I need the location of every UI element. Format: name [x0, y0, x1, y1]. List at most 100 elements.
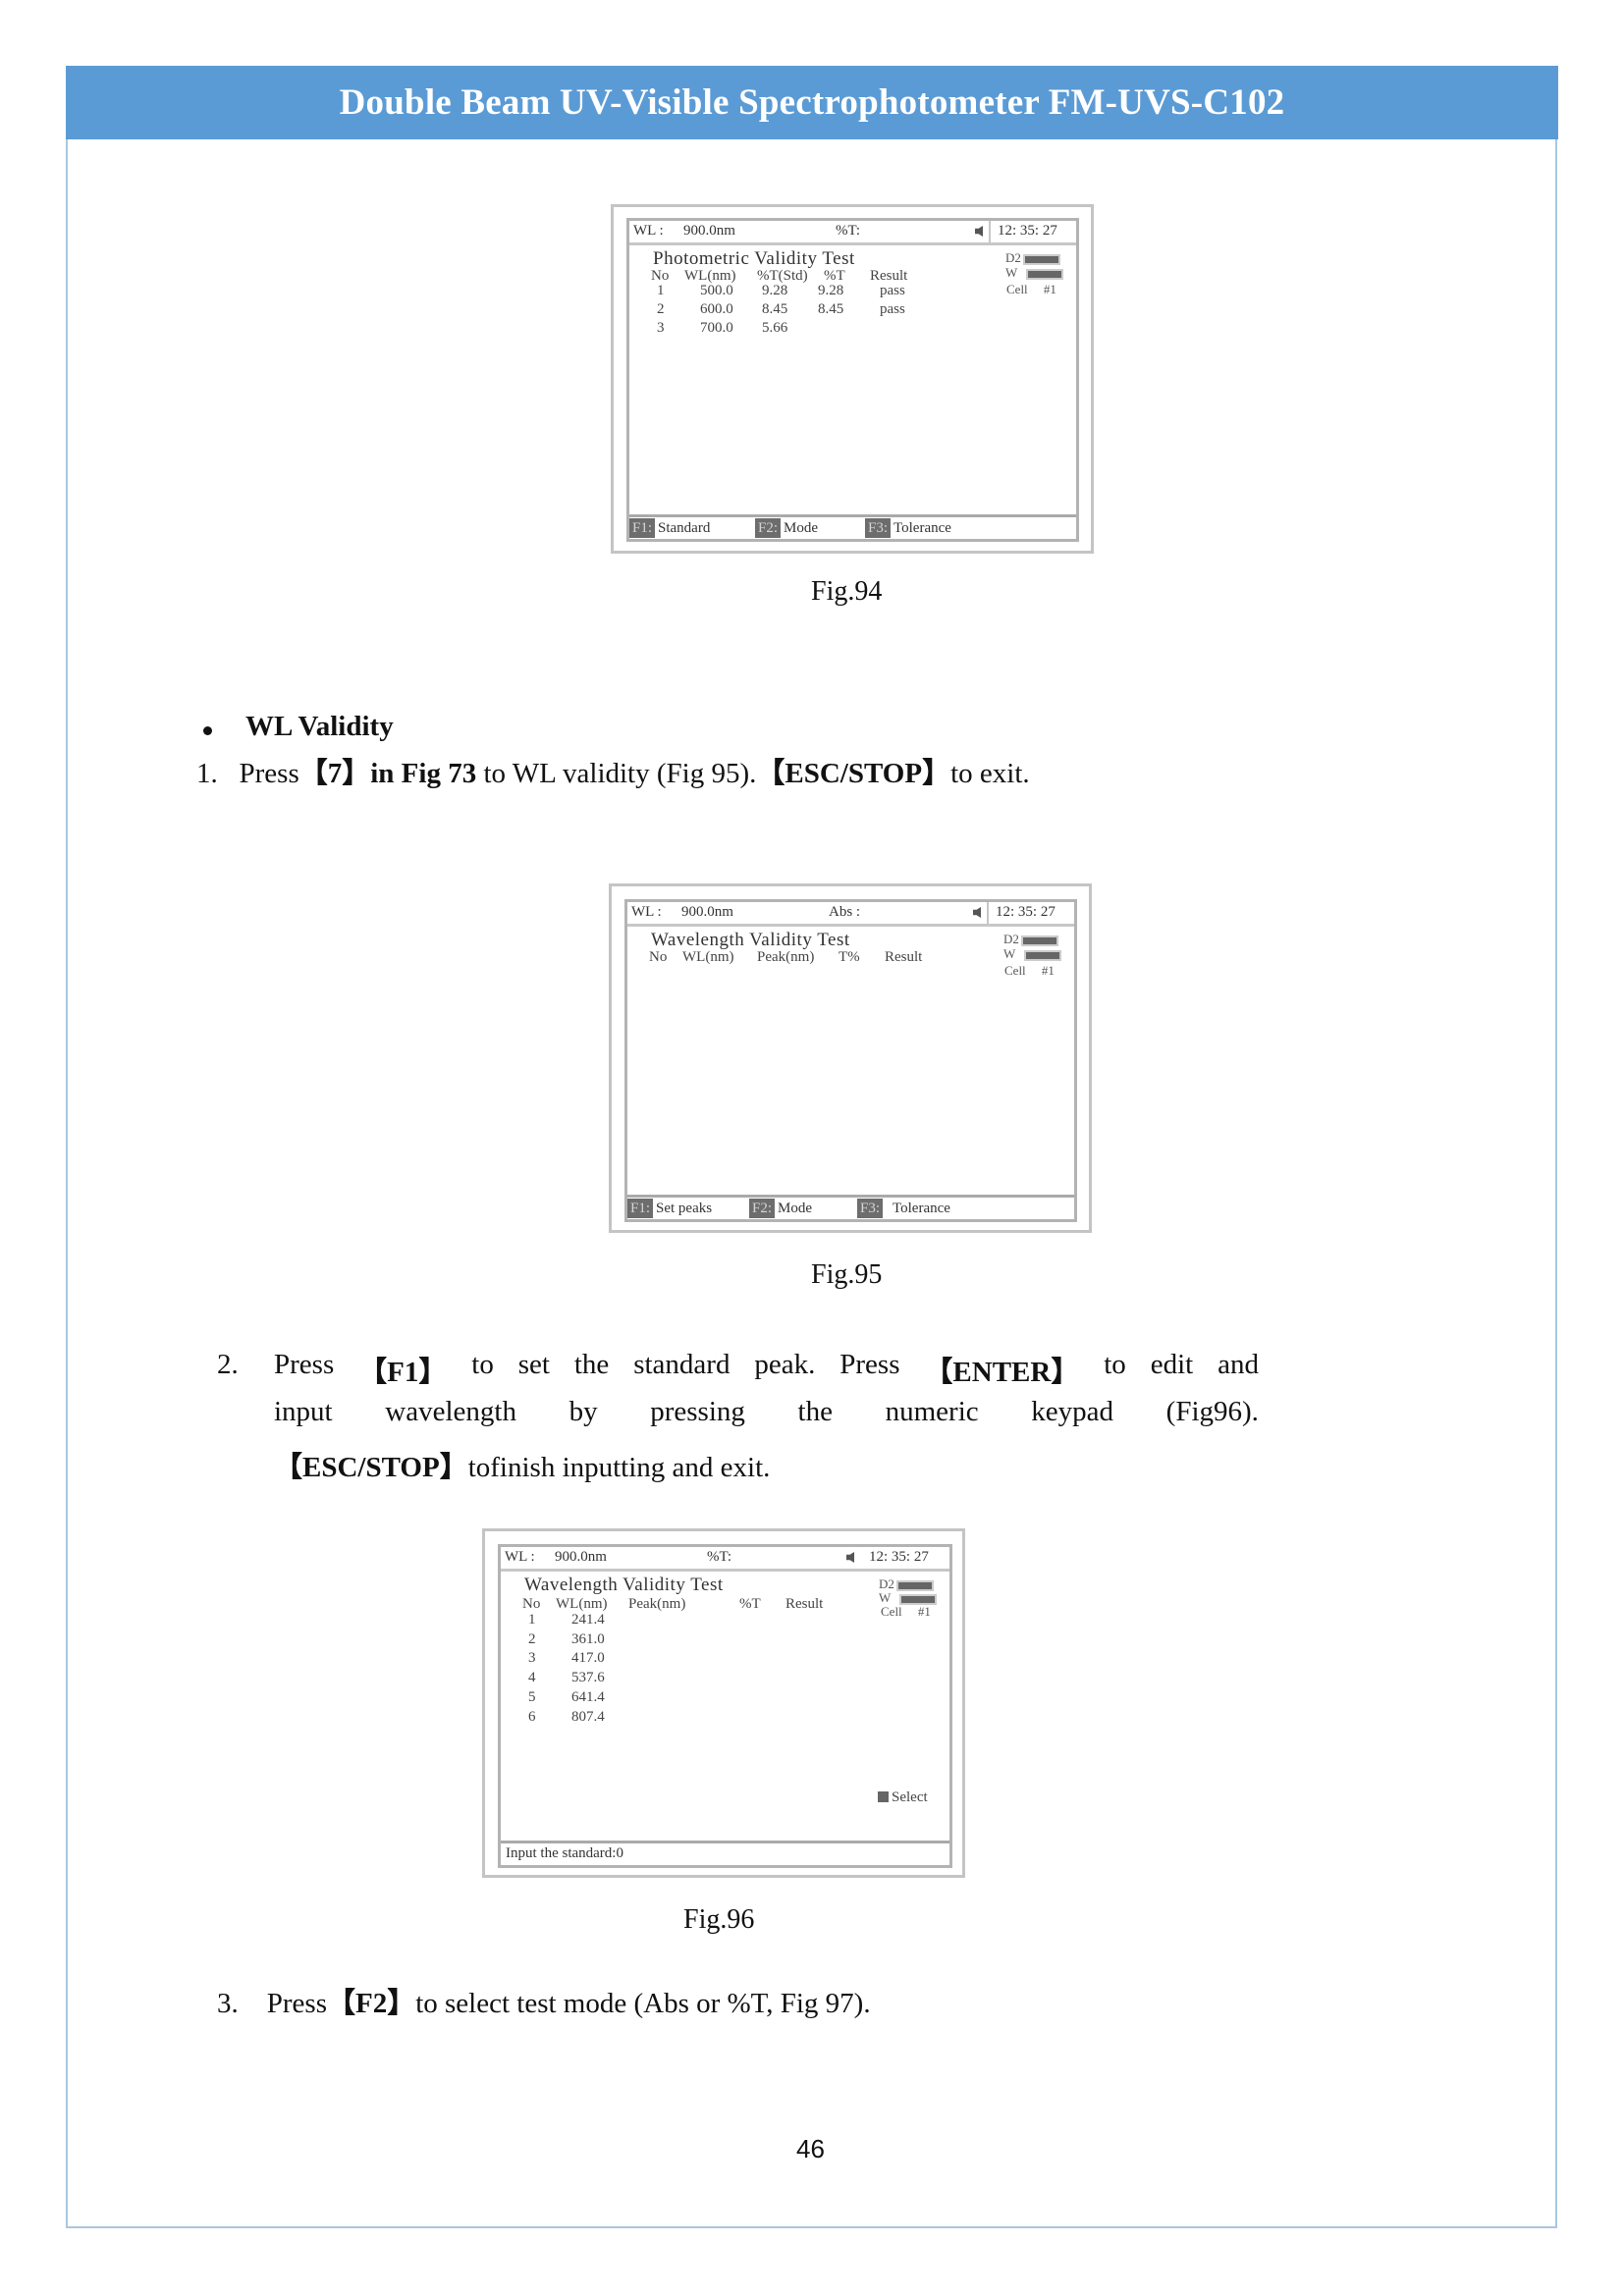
cell-indicator: Cell #1: [1004, 963, 1055, 979]
col-std: %T(Std): [757, 268, 808, 284]
fkey-f3[interactable]: F3: Tolerance: [857, 1198, 950, 1219]
row-2-no: 2: [528, 1631, 536, 1647]
lamp-d2-label: D2: [879, 1576, 894, 1591]
step-3: 3. Press【F2】to select test mode (Abs or …: [217, 1980, 871, 2021]
instrument-screen: WL : 900.0nm %T: 12: 35: 27 Wavelength V…: [498, 1544, 952, 1868]
fkey-f1-label: Standard: [658, 519, 711, 536]
fkey-f1-tag: F1:: [627, 1199, 654, 1218]
step-2-number: 2.: [217, 1349, 239, 1380]
lamp-d2-label: D2: [1005, 250, 1021, 265]
col-no: No: [522, 1596, 541, 1612]
instrument-screen: WL : 900.0nm Abs : 12: 35: 27 Wavelength…: [624, 899, 1077, 1222]
step-2-line-1: Press 【F1】 to set the standard peak. Pre…: [274, 1349, 1259, 1390]
col-no: No: [651, 268, 670, 284]
clock-time: 12: 35: 27: [998, 223, 1057, 239]
cell-label: Cell: [1004, 963, 1026, 978]
divider: [987, 902, 989, 924]
fkey-f1[interactable]: F1: Set peaks: [627, 1198, 712, 1219]
word: the: [797, 1396, 833, 1427]
lamp-d2: D2: [1003, 932, 1058, 947]
col-t: %T: [824, 268, 845, 284]
section-heading-text: WL Validity: [245, 711, 394, 742]
lamp-d2-label: D2: [1003, 932, 1019, 946]
fkey-f1[interactable]: F1: Standard: [629, 517, 710, 539]
select-hint[interactable]: Select: [878, 1789, 928, 1806]
col-no: No: [649, 949, 668, 965]
step-2-line-3: 【ESC/STOP】tofinish inputting and exit.: [274, 1444, 770, 1485]
word: Press: [839, 1349, 900, 1380]
cell-indicator: Cell #1: [881, 1604, 931, 1620]
word: standard: [633, 1349, 731, 1380]
mode-label: Abs :: [829, 904, 861, 920]
select-key-icon: [878, 1791, 889, 1802]
lamp-w: W: [879, 1590, 937, 1606]
wl-label: WL :: [633, 223, 664, 239]
word: keypad: [1031, 1396, 1114, 1427]
fkey-f2[interactable]: F2: Mode: [749, 1198, 812, 1219]
lamp-d2: D2: [1005, 250, 1060, 266]
figure-95: WL : 900.0nm Abs : 12: 35: 27 Wavelength…: [609, 883, 1092, 1233]
lamp-d2-bar-icon: [1020, 934, 1058, 946]
row-3-wl: 417.0: [571, 1650, 605, 1666]
wl-label: WL :: [505, 1549, 535, 1565]
word: (Fig96).: [1165, 1396, 1259, 1427]
speaker-icon: [975, 226, 983, 237]
figure-94: WL : 900.0nm %T: 12: 35: 27 Photometric …: [611, 204, 1094, 554]
fkey-f3-tag: F3:: [865, 518, 892, 538]
fkey-f2-label: Mode: [778, 1200, 813, 1216]
document-title: Double Beam UV-Visible Spectrophotometer…: [339, 82, 1285, 123]
row-4-wl: 537.6: [571, 1670, 605, 1685]
bullet-icon: [203, 726, 212, 735]
input-prompt-bar: Input the standard:0: [501, 1841, 949, 1865]
fkey-f3-label: Tolerance: [893, 519, 951, 536]
speaker-icon: [973, 907, 981, 918]
select-label: Select: [892, 1789, 928, 1805]
col-result: Result: [785, 1596, 824, 1612]
fkey-f2[interactable]: F2: Mode: [755, 517, 818, 539]
step-1-post: to exit.: [950, 758, 1030, 789]
mode-label: %T:: [707, 1549, 732, 1565]
screen-title: Wavelength Validity Test: [524, 1575, 724, 1595]
lamp-d2: D2: [879, 1576, 934, 1592]
cell-label: Cell: [881, 1604, 902, 1619]
word: and: [1218, 1349, 1259, 1380]
row-1-wl: 500.0: [700, 283, 733, 298]
word: peak.: [754, 1349, 816, 1380]
col-result: Result: [885, 949, 923, 965]
status-bar: WL : 900.0nm %T: 12: 35: 27: [501, 1547, 949, 1572]
wl-value: 900.0nm: [555, 1549, 607, 1565]
input-prompt[interactable]: Input the standard:0: [506, 1845, 623, 1861]
row-2-t: 8.45: [818, 301, 844, 317]
step-1-mid: to WL validity (Fig 95).: [476, 758, 757, 789]
section-heading: WL Validity: [245, 711, 394, 743]
word: wavelength: [385, 1396, 516, 1427]
row-3-std: 5.66: [762, 320, 788, 336]
wl-value: 900.0nm: [681, 904, 733, 920]
row-6-no: 6: [528, 1709, 536, 1725]
function-key-bar: F1: Standard F2: Mode F3: Tolerance: [629, 514, 1076, 539]
word: set: [517, 1349, 550, 1380]
row-2-result: pass: [880, 301, 905, 317]
row-3-wl: 700.0: [700, 320, 733, 336]
cell-value: #1: [1043, 282, 1056, 296]
fkey-f3[interactable]: F3: Tolerance: [865, 517, 951, 539]
step-2-line-3-text: tofinish inputting and exit.: [467, 1452, 771, 1483]
step-3-post: to select test mode (Abs or %T, Fig 97).: [415, 1988, 871, 2019]
cell-label: Cell: [1006, 282, 1028, 296]
col-wl: WL(nm): [556, 1596, 608, 1612]
col-t: %T: [739, 1596, 761, 1612]
key-esc-stop: 【ESC/STOP】: [274, 1452, 468, 1483]
figure-96: WL : 900.0nm %T: 12: 35: 27 Wavelength V…: [482, 1528, 965, 1878]
cell-indicator: Cell #1: [1006, 282, 1056, 297]
col-t: T%: [839, 949, 860, 965]
key-f2: 【F2】: [326, 1988, 416, 2019]
status-bar: WL : 900.0nm %T: 12: 35: 27: [629, 221, 1076, 245]
word: to: [471, 1349, 494, 1380]
lamp-w-bar-icon: [898, 1593, 937, 1605]
status-bar: WL : 900.0nm Abs : 12: 35: 27: [627, 902, 1074, 927]
screen-title: Photometric Validity Test: [653, 248, 855, 269]
figure-96-caption: Fig.96: [683, 1904, 755, 1935]
lamp-d2-bar-icon: [895, 1579, 934, 1591]
row-2-wl: 361.0: [571, 1631, 605, 1647]
key-esc-stop: 【ESC/STOP】: [756, 758, 951, 789]
